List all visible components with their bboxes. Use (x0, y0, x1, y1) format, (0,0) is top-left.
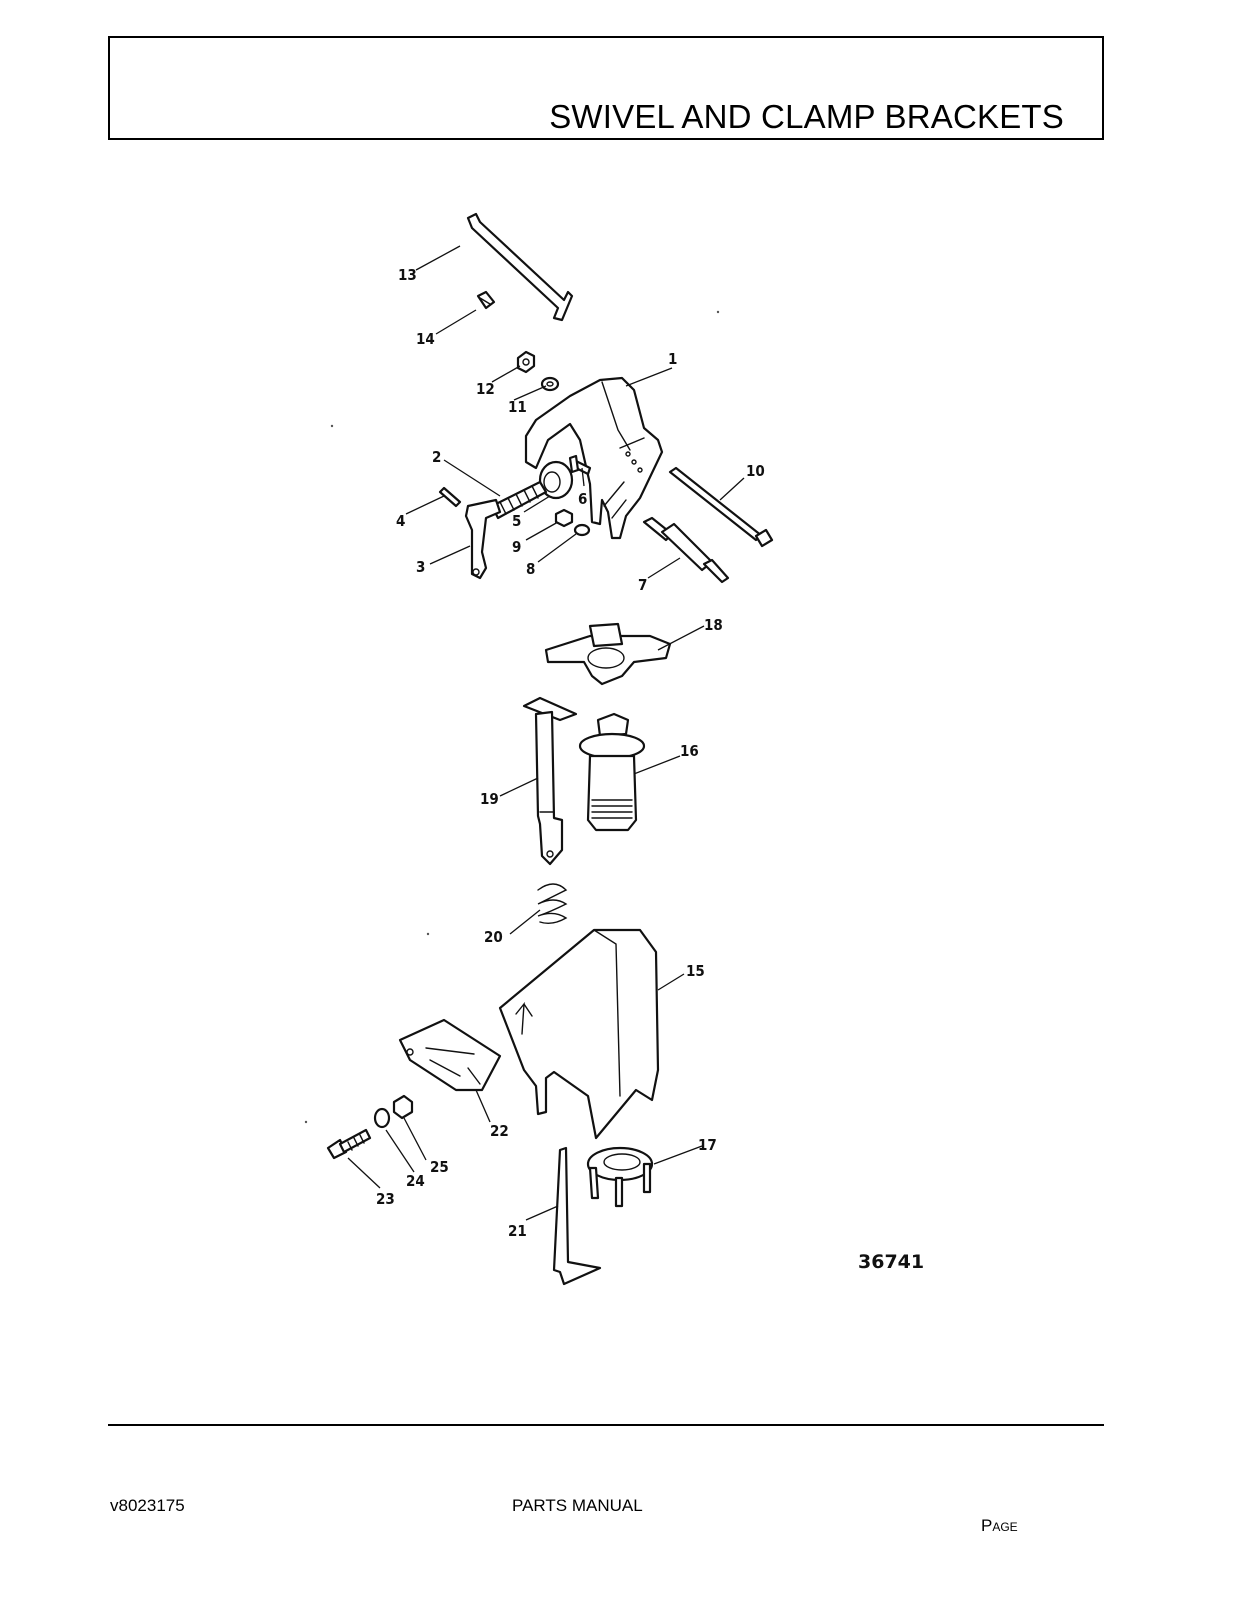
callout-9: 9 (512, 538, 521, 556)
part-19-tilt-lock-rod (522, 696, 578, 866)
part-4-pin (438, 486, 462, 508)
part-7-tube (642, 516, 730, 584)
figure-number: 36741 (858, 1251, 924, 1273)
header-box: SWIVEL AND CLAMP BRACKETS (108, 36, 1104, 140)
callout-7: 7 (638, 576, 647, 594)
part-16-swivel-tube (578, 712, 646, 832)
callout-18: 18 (704, 616, 723, 634)
part-24-washer (373, 1107, 391, 1129)
callout-24: 24 (406, 1172, 425, 1190)
part-20-spring (537, 883, 568, 925)
callout-6: 6 (578, 490, 587, 508)
callout-labels: 13 14 12 11 1 2 4 3 5 6 9 8 10 7 18 16 1… (376, 266, 924, 1273)
part-17-retainer-ring (586, 1146, 654, 1208)
part-3-handle (464, 498, 502, 580)
part-15-swivel-bracket (498, 928, 660, 1140)
page-title: SWIVEL AND CLAMP BRACKETS (549, 98, 1064, 135)
callout-14: 14 (416, 330, 435, 348)
callout-21: 21 (508, 1222, 527, 1240)
callout-5: 5 (512, 512, 521, 530)
callout-10: 10 (746, 462, 765, 480)
callout-20: 20 (484, 928, 503, 946)
part-5-clamp-pad (538, 460, 574, 500)
callout-23: 23 (376, 1190, 395, 1208)
callout-2: 2 (432, 448, 441, 466)
leader-lines (347, 245, 745, 1221)
part-25-nut (392, 1094, 414, 1120)
exploded-parts-diagram: 13 14 12 11 1 2 4 3 5 6 9 8 10 7 18 16 1… (300, 200, 940, 1310)
callout-15: 15 (686, 962, 705, 980)
callout-8: 8 (526, 560, 535, 578)
manual-title: PARTS MANUAL (512, 1496, 643, 1515)
callout-3: 3 (416, 558, 425, 576)
callout-19: 19 (480, 790, 499, 808)
part-21-tilt-pin (552, 1146, 602, 1286)
part-23-bolt (326, 1128, 372, 1160)
callout-16: 16 (680, 742, 699, 760)
part-22-bracket (398, 1018, 502, 1092)
part-18-bushing (544, 622, 672, 686)
part-9-nut (554, 508, 574, 528)
callout-12: 12 (476, 380, 495, 398)
part-1-clamp-bracket (524, 376, 664, 540)
callout-25: 25 (430, 1158, 449, 1176)
callout-22: 22 (490, 1122, 509, 1140)
part-8-washer (573, 523, 591, 537)
part-10-rod (668, 466, 774, 548)
part-12-nut (516, 350, 536, 374)
callout-17: 17 (698, 1136, 717, 1154)
part-6-bolt (568, 454, 592, 476)
callout-13: 13 (398, 266, 417, 284)
footer-divider (108, 1424, 1104, 1426)
page-label: Page (981, 1516, 1018, 1535)
part-11-washer (540, 376, 560, 392)
callout-11: 11 (508, 398, 527, 416)
document-id: v8023175 (110, 1496, 185, 1515)
part-14-screw (476, 290, 496, 310)
part-13-rod (466, 212, 574, 322)
callout-4: 4 (396, 512, 405, 530)
callout-1: 1 (668, 350, 677, 368)
